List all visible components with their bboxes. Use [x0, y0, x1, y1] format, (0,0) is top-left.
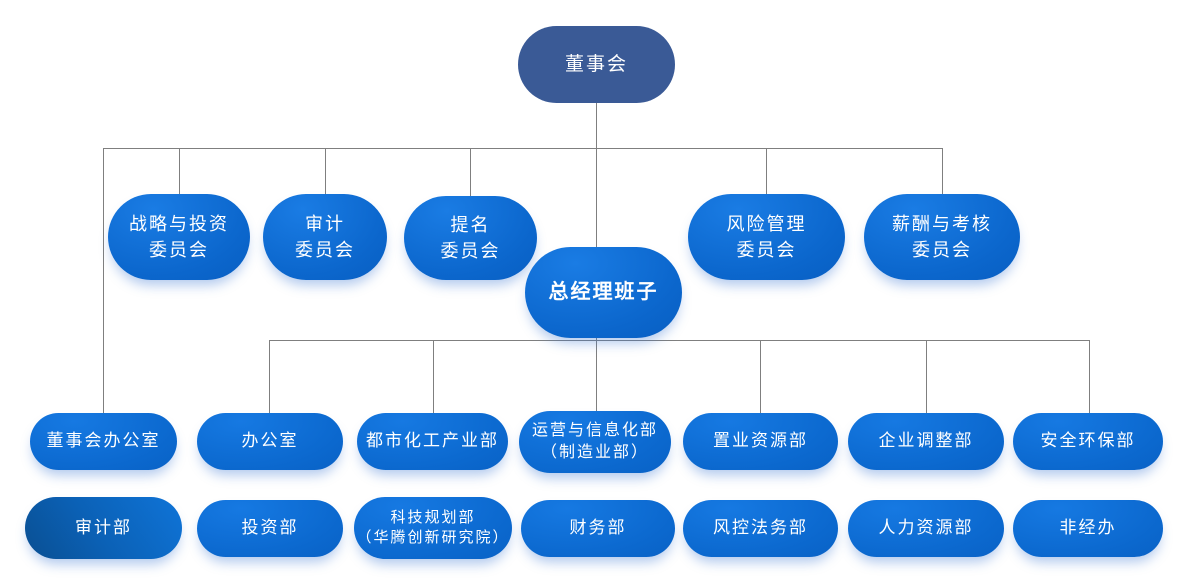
connector-drop-strategy: [179, 148, 180, 196]
connector-drop-enterprise-adjust: [926, 340, 927, 413]
node-label: 科技规划部 （华腾创新研究院）: [356, 509, 510, 546]
org-node-investment-dept: 投资部: [197, 500, 343, 557]
org-node-nomination-committee: 提名 委员会: [404, 196, 537, 280]
connector-drop-nomination: [470, 148, 471, 196]
org-node-strategy-investment-committee: 战略与投资 委员会: [108, 194, 250, 280]
node-label: 企业调整部: [878, 431, 974, 451]
node-label: 投资部: [241, 518, 299, 538]
org-node-human-resources-dept: 人力资源部: [848, 500, 1004, 557]
org-node-finance-dept: 财务部: [521, 500, 675, 557]
org-node-compensation-assessment-committee: 薪酬与考核 委员会: [864, 194, 1020, 280]
node-label: 董事会办公室: [46, 431, 161, 451]
connector-gm-drop: [596, 148, 597, 247]
node-label: 风险管理 委员会: [726, 213, 807, 260]
org-node-audit-committee: 审计 委员会: [263, 194, 387, 280]
org-node-technology-planning-dept: 科技规划部 （华腾创新研究院）: [354, 497, 512, 559]
org-node-safety-environment-dept: 安全环保部: [1013, 413, 1163, 470]
org-node-risk-legal-dept: 风控法务部: [683, 500, 838, 557]
connector-board-office-drop: [103, 148, 104, 413]
connector-drop-safety: [1089, 340, 1090, 413]
connector-drop-risk: [766, 148, 767, 196]
node-label: 总经理班子: [548, 281, 659, 303]
node-label: 审计部: [75, 517, 132, 537]
node-label: 风控法务部: [713, 518, 808, 538]
org-node-non-operating-office: 非经办: [1013, 500, 1163, 557]
org-node-office: 办公室: [197, 413, 343, 470]
node-label: 都市化工产业部: [366, 431, 499, 451]
node-label: 置业资源部: [713, 431, 808, 451]
connector-drop-compensation: [942, 148, 943, 196]
org-node-audit-dept: 审计部: [25, 497, 182, 559]
node-label: 战略与投资 委员会: [129, 213, 229, 260]
org-node-board-of-directors: 董事会: [518, 26, 675, 103]
node-label: 运营与信息化部 （制造业部）: [531, 422, 658, 461]
org-node-urban-chemical-industry-dept: 都市化工产业部: [357, 413, 508, 470]
org-node-real-estate-resources-dept: 置业资源部: [683, 413, 838, 470]
node-label: 董事会: [564, 53, 628, 75]
connector-drop-audit-committee: [325, 148, 326, 196]
connector-department-rail: [269, 340, 1089, 341]
node-label: 审计 委员会: [295, 213, 355, 260]
connector-drop-office: [269, 340, 270, 413]
node-label: 非经办: [1059, 518, 1117, 538]
org-node-risk-management-committee: 风险管理 委员会: [688, 194, 845, 280]
node-label: 薪酬与考核 委员会: [892, 213, 992, 260]
node-label: 财务部: [569, 518, 627, 538]
org-node-operations-informatization-dept: 运营与信息化部 （制造业部）: [519, 411, 671, 473]
connector-drop-operations: [596, 337, 597, 413]
connector-committee-rail: [103, 148, 943, 149]
node-label: 安全环保部: [1040, 431, 1136, 451]
org-node-general-manager-team: 总经理班子: [525, 247, 682, 338]
org-node-board-office: 董事会办公室: [30, 413, 177, 470]
connector-board-drop: [596, 103, 597, 148]
node-label: 办公室: [241, 431, 299, 451]
connector-drop-real-estate: [760, 340, 761, 413]
node-label: 人力资源部: [878, 518, 974, 538]
node-label: 提名 委员会: [440, 214, 501, 261]
org-node-enterprise-adjustment-dept: 企业调整部: [848, 413, 1004, 470]
connector-drop-urban-chemical: [433, 340, 434, 413]
